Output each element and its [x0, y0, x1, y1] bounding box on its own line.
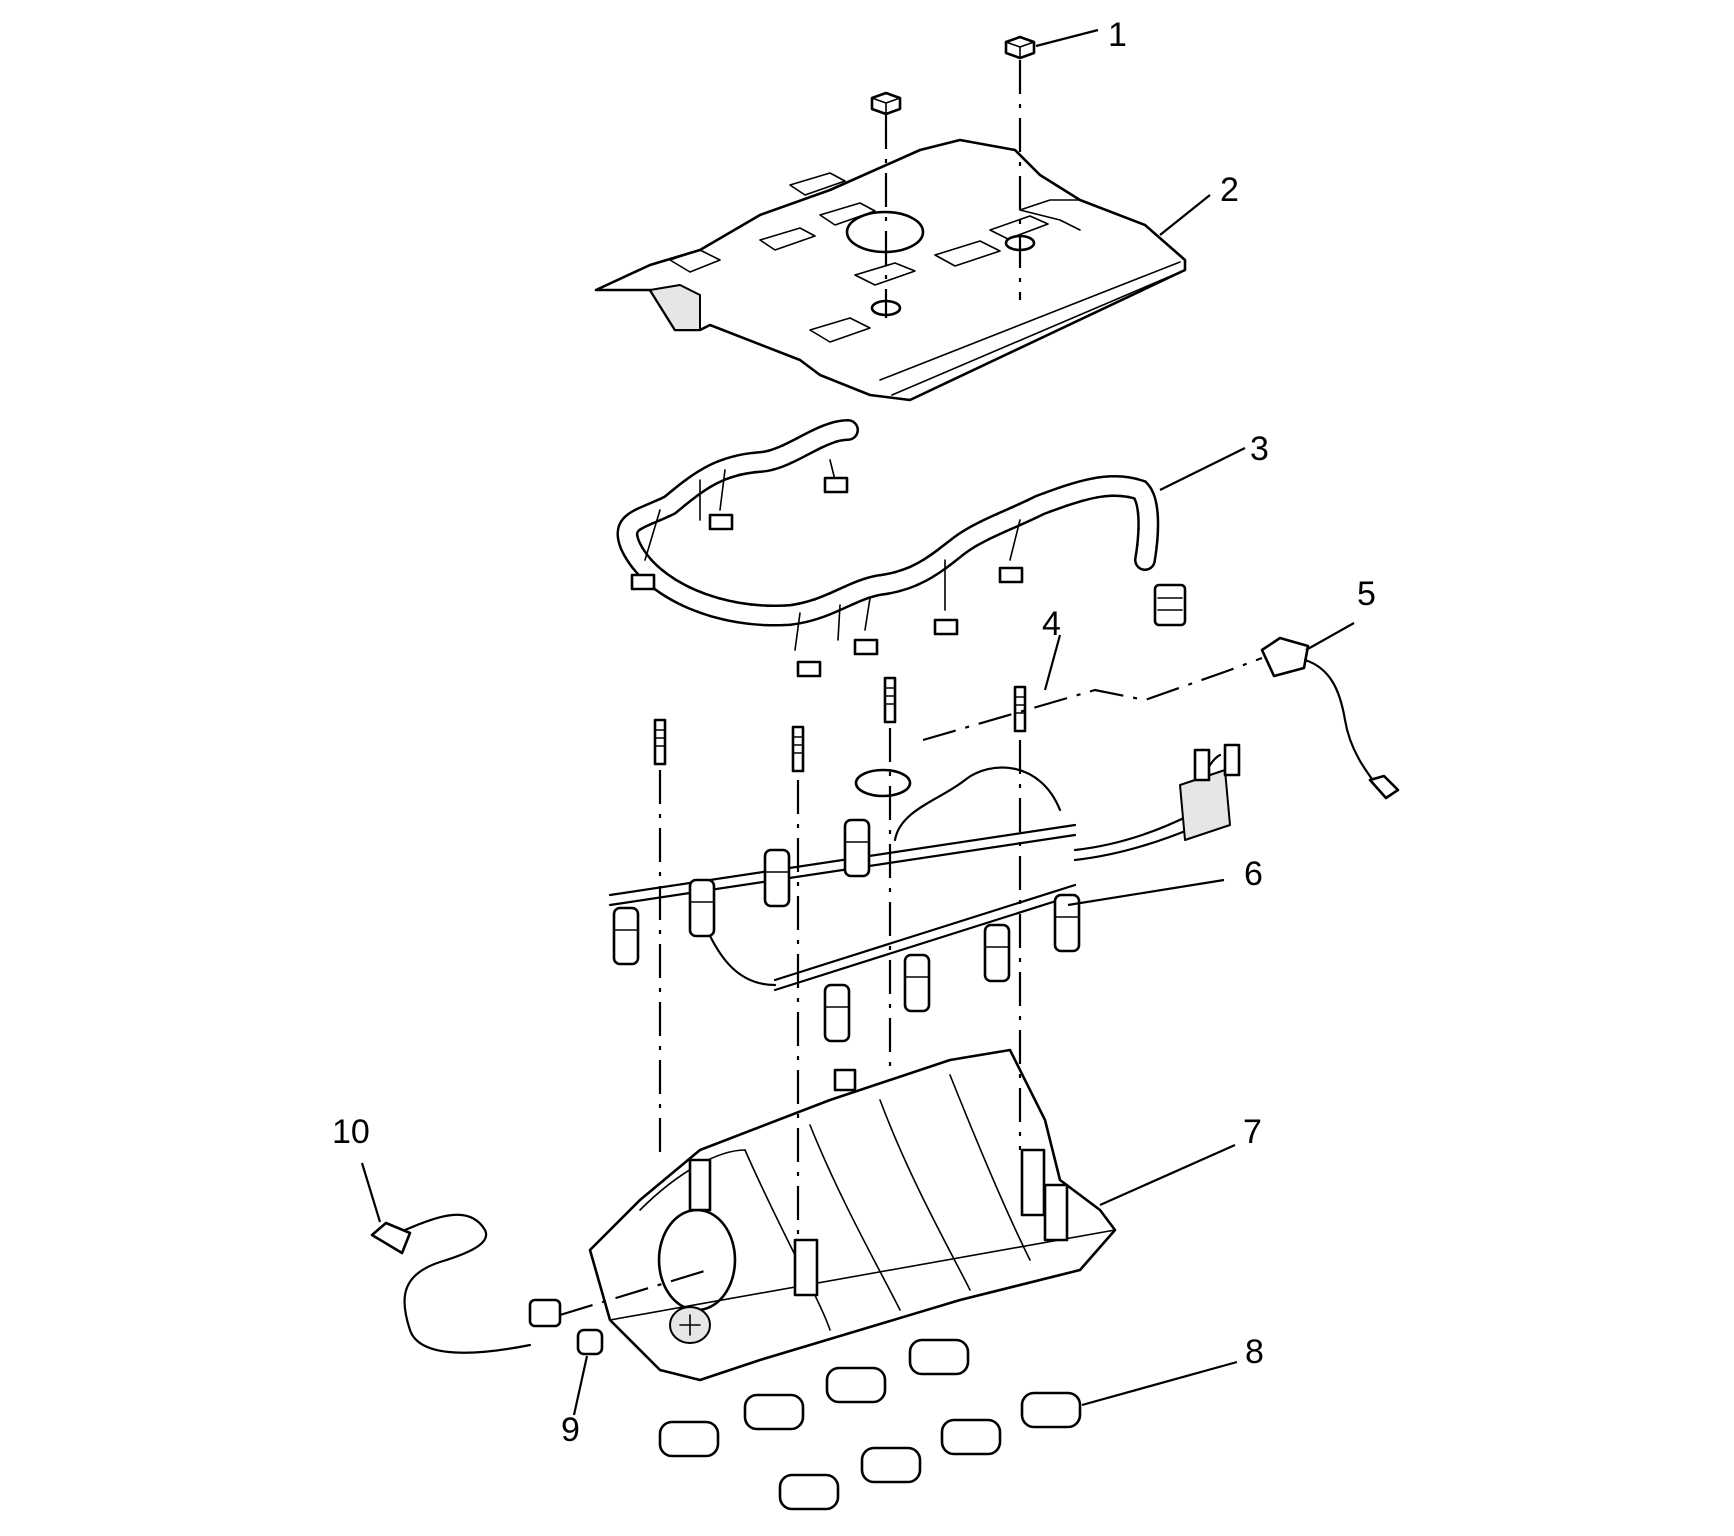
callout-10: 10: [332, 1113, 370, 1151]
vacuum-tube-assembly: [370, 1213, 562, 1354]
fuel-rail-studs: [653, 676, 1027, 773]
callout-leaders: [360, 28, 1355, 1416]
callout-4: 4: [1042, 605, 1061, 643]
manifold-bosses: [688, 1068, 1069, 1297]
callout-7: 7: [1243, 1113, 1262, 1151]
intake-manifold: [588, 1048, 1117, 1382]
engine-cover: [594, 138, 1187, 402]
injector-wiring-harness: [616, 419, 1187, 678]
fuel-injector-row: [612, 818, 1081, 1043]
callout-8: 8: [1245, 1333, 1264, 1371]
sensor-with-lead: [1260, 636, 1400, 800]
callout-9: 9: [561, 1411, 580, 1449]
alignment-lines: [559, 60, 1263, 1317]
callout-6: 6: [1244, 855, 1263, 893]
cover-nut-left: [870, 91, 902, 116]
port-plug: [576, 1328, 604, 1356]
callout-3: 3: [1250, 430, 1269, 468]
callout-5: 5: [1357, 575, 1376, 613]
callout-1: 1: [1108, 16, 1127, 54]
fuel-rail-and-injectors: [608, 743, 1241, 1043]
callout-labels: 1 2 3 4 5 6 7 8 9 10: [332, 16, 1376, 1449]
callout-2: 2: [1220, 171, 1239, 209]
intake-manifold-gaskets: [658, 1338, 1082, 1511]
cover-nut-right: [1004, 35, 1036, 60]
